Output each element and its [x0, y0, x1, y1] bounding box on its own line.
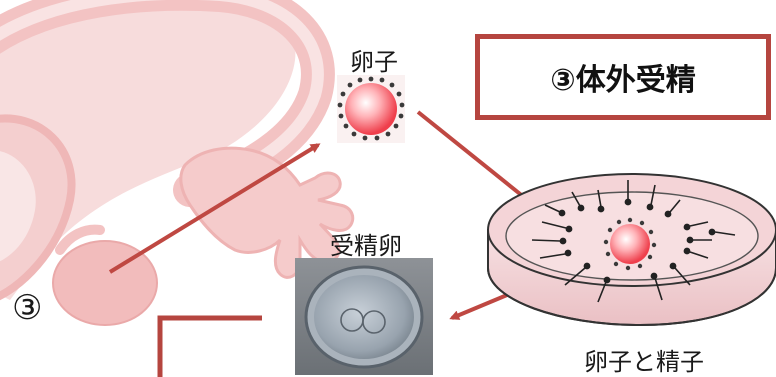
corner-bracket	[160, 318, 262, 377]
step-number: ③	[12, 288, 42, 328]
zygote-photo	[295, 258, 433, 375]
dish-label: 卵子と精子	[584, 342, 704, 377]
title-box: ③体外受精	[475, 34, 771, 120]
diagram-title: ③体外受精	[550, 55, 695, 99]
egg-label: 卵子	[350, 42, 398, 77]
zygote-label: 受精卵	[330, 226, 402, 261]
egg-cell-icon	[337, 75, 405, 143]
